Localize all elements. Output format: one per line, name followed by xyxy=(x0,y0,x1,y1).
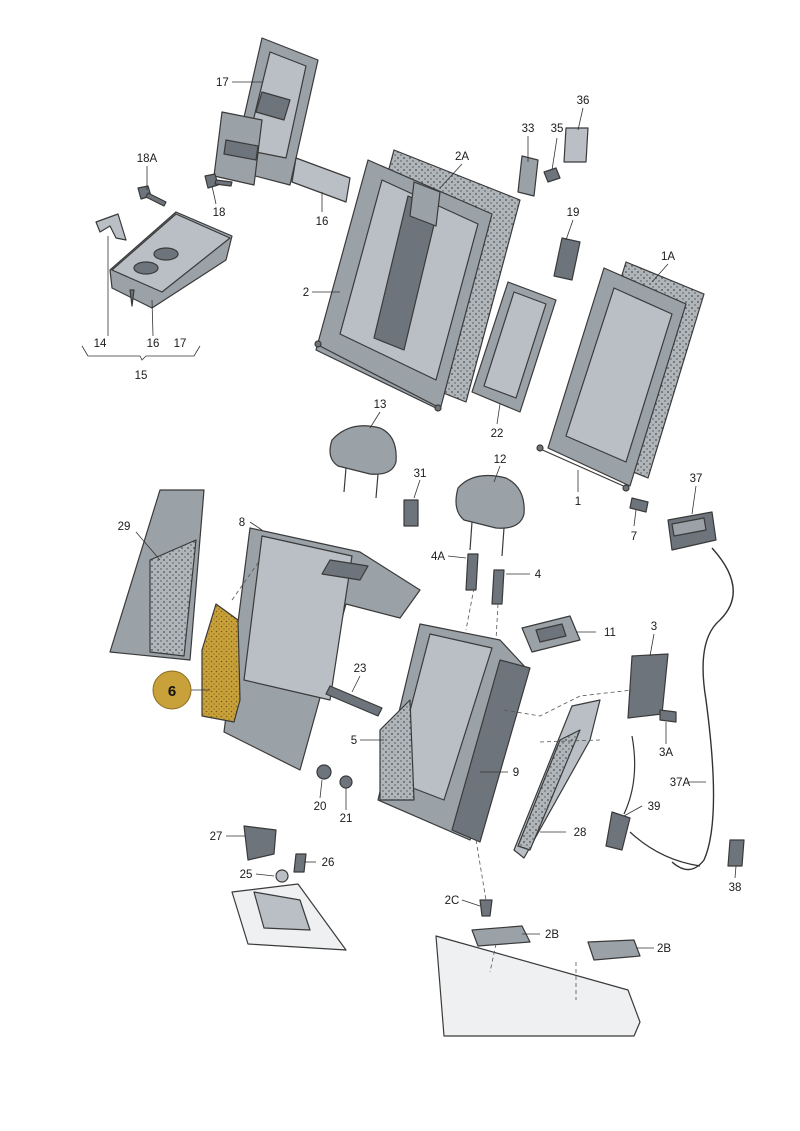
callout-37a[interactable]: 37A xyxy=(670,777,691,789)
part-8-backrest-cover xyxy=(223,527,421,771)
callout-2c[interactable]: 2C xyxy=(445,895,460,907)
part-29-side-bolster xyxy=(109,489,205,661)
highlight-badge xyxy=(152,670,192,710)
callout-19[interactable]: 19 xyxy=(567,207,580,219)
part-2-backrest-frame xyxy=(314,159,493,412)
part-9-side-panel xyxy=(451,659,531,843)
callout-39[interactable]: 39 xyxy=(648,801,661,813)
part-19-switch xyxy=(553,237,581,281)
part-4a-guide xyxy=(465,553,479,591)
part-23-trim xyxy=(325,685,383,717)
part-2b-hinge-right xyxy=(587,939,641,961)
callout-9[interactable]: 9 xyxy=(513,767,519,779)
callout-3a[interactable]: 3A xyxy=(659,747,673,759)
callout-8[interactable]: 8 xyxy=(239,517,245,529)
callout-27[interactable]: 27 xyxy=(210,831,223,843)
part-37a-cable xyxy=(671,547,734,871)
part-28-side-trim xyxy=(513,699,601,859)
callout-22[interactable]: 22 xyxy=(491,428,504,440)
part-11-handle xyxy=(521,615,581,653)
part-3-bracket xyxy=(627,653,669,719)
part-37-lock xyxy=(667,511,717,551)
dashed-connectors xyxy=(231,559,633,1000)
part-6-foam-highlighted xyxy=(201,603,241,723)
part-13-headrest xyxy=(329,425,397,499)
callout-12[interactable]: 12 xyxy=(494,454,507,466)
part-36-cap xyxy=(563,127,589,163)
callout-16-cover[interactable]: 16 xyxy=(147,338,160,350)
part-17-armrest-frame xyxy=(213,37,319,186)
callout-2[interactable]: 2 xyxy=(303,287,309,299)
callout-17-bottom[interactable]: 17 xyxy=(174,338,187,350)
callout-17-top[interactable]: 17 xyxy=(216,77,229,89)
callout-18a[interactable]: 18A xyxy=(137,153,158,165)
part-22-panel xyxy=(471,281,557,413)
callout-33[interactable]: 33 xyxy=(522,123,535,135)
part-31-clip xyxy=(403,499,419,527)
callout-18[interactable]: 18 xyxy=(213,207,226,219)
part-33-bracket xyxy=(517,155,539,197)
callout-20[interactable]: 20 xyxy=(314,801,327,813)
callout-37[interactable]: 37 xyxy=(690,473,703,485)
callout-38[interactable]: 38 xyxy=(729,882,742,894)
callout-2b-right[interactable]: 2B xyxy=(657,943,671,955)
callout-26[interactable]: 26 xyxy=(322,857,335,869)
part-27-bracket xyxy=(243,825,277,861)
callout-36[interactable]: 36 xyxy=(577,95,590,107)
highlight-badge-label: 6 xyxy=(168,683,176,700)
callout-28[interactable]: 28 xyxy=(574,827,587,839)
highlight-callout-6[interactable]: 6 xyxy=(152,670,192,710)
callout-1[interactable]: 1 xyxy=(575,496,581,508)
floor-section-right xyxy=(435,935,641,1037)
callout-35[interactable]: 35 xyxy=(551,123,564,135)
callout-2b-left[interactable]: 2B xyxy=(545,929,559,941)
part-3a-screw xyxy=(659,709,677,723)
callout-7[interactable]: 7 xyxy=(631,531,637,543)
part-38-clip xyxy=(727,839,745,867)
callout-14[interactable]: 14 xyxy=(94,338,107,350)
callout-11[interactable]: 11 xyxy=(604,627,616,639)
callout-13[interactable]: 13 xyxy=(374,399,387,411)
part-16-cover-strip xyxy=(291,157,351,203)
callout-3[interactable]: 3 xyxy=(651,621,657,633)
callout-4[interactable]: 4 xyxy=(535,569,542,581)
callout-16-strip[interactable]: 16 xyxy=(316,216,329,228)
callout-29[interactable]: 29 xyxy=(118,521,131,533)
callout-31[interactable]: 31 xyxy=(414,468,427,480)
floor-section-left xyxy=(231,883,347,951)
leader-lines xyxy=(81,81,737,949)
part-21-grommet xyxy=(339,775,353,789)
part-2c-screw xyxy=(479,899,493,917)
part-35-screw xyxy=(543,167,561,183)
part-25-clip xyxy=(275,869,289,883)
part-18a-bolt xyxy=(137,185,167,207)
part-4-guide xyxy=(491,569,505,605)
part-20-grommet xyxy=(316,764,332,780)
part-1-backrest-frame xyxy=(536,267,687,492)
part-2b-hinge-left xyxy=(471,925,531,947)
callout-21[interactable]: 21 xyxy=(340,813,353,825)
callout-2a[interactable]: 2A xyxy=(455,151,469,163)
part-18-bolt xyxy=(204,173,233,189)
callout-5[interactable]: 5 xyxy=(351,735,357,747)
part-7-bolt xyxy=(629,497,649,513)
part-26-bolt xyxy=(293,853,307,873)
callout-23[interactable]: 23 xyxy=(354,663,367,675)
callout-15[interactable]: 15 xyxy=(135,370,148,382)
part-12-headrest xyxy=(455,475,525,557)
callout-25[interactable]: 25 xyxy=(240,869,253,881)
callout-labels: 17 18A 18 16 2A 33 35 36 19 2 1A 14 16 1… xyxy=(94,77,742,955)
part-5-backrest-cushion xyxy=(377,623,527,841)
part-16-armrest-cover xyxy=(109,211,233,309)
callout-4a[interactable]: 4A xyxy=(431,551,445,563)
part-14-clip xyxy=(95,213,127,241)
callout-1a[interactable]: 1A xyxy=(661,251,675,263)
